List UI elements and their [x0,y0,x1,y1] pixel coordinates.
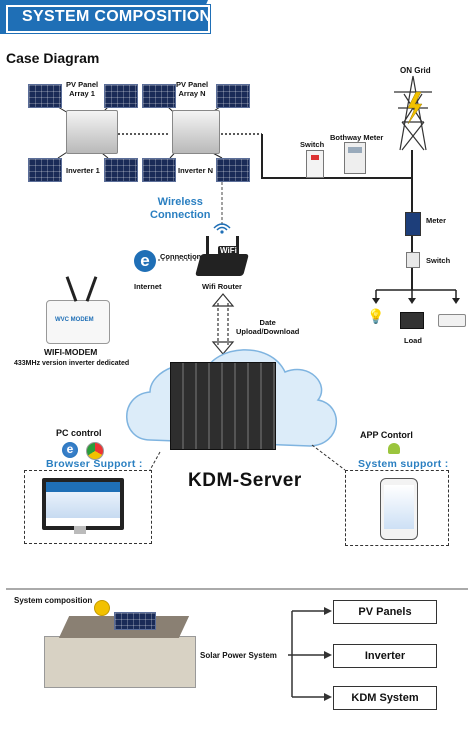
chrome-browser-icon [86,442,104,460]
data-transfer-label: Date Upload/Download [236,318,300,336]
bothway-meter-icon [344,142,366,174]
transmission-tower-icon [394,75,432,151]
system-support-label: System support : [358,458,449,470]
server-racks-icon [170,362,276,450]
breaker-switch-icon [306,150,324,178]
bulb-icon: 💡 [367,308,385,324]
wifi-router-icon [195,254,249,276]
pv-panel [142,158,176,182]
switch-bottom-label: Switch [426,256,451,265]
app-control-box [345,470,449,546]
tv-icon [400,312,424,329]
header-banner-border [6,5,210,33]
inverter-box: Inverter [333,644,437,668]
pv-panel [28,158,62,182]
system-composition-title: System composition [14,596,93,605]
internet-explorer-icon: e [134,250,156,272]
pv-panel [216,158,250,182]
pv-panel [216,84,250,108]
android-icon [388,443,400,454]
browser-support-label: Browser Support : [46,458,143,470]
house-illustration [44,608,196,688]
monitor-stand [74,526,86,534]
kdm-system-box: KDM System [333,686,437,710]
inverter-1-label: Inverter 1 [66,166,100,175]
pv-panel [104,84,138,108]
wifi-modem-note: 433MHz version inverter dedicated [14,360,130,367]
solar-power-system-label: Solar Power System [200,651,277,660]
modem-brand: WVC MODEM [55,317,94,323]
switch-bottom-icon [406,252,420,268]
pc-control-label: PC control [56,428,102,438]
inverter-n-device [172,110,220,154]
case-diagram-title: Case Diagram [6,50,100,66]
pv-array-1-label: PV Panel Array 1 [66,80,99,98]
inverter-1-device [66,110,118,154]
bothway-meter-label: Bothway Meter [330,133,384,142]
sun-icon [94,600,110,616]
pv-array-n-label: PV Panel Array N [176,80,209,98]
wifi-modem-device: WVC MODEM [46,300,110,344]
meter-label: Meter [426,216,447,225]
wifi-signal-icon [213,223,231,234]
app-control-label: APP Contorl [360,430,413,440]
connection-label: Connection [160,252,202,261]
wireless-connection-label: Wireless Connection [150,196,211,221]
on-grid-label: ON Grid [400,66,431,75]
meter-icon [405,212,421,236]
air-conditioner-icon [438,314,466,327]
switch-top-label: Switch [300,140,325,149]
server-title: KDM-Server [188,470,302,491]
internet-label: Internet [134,282,162,291]
wifi-router-label: Wifi Router [202,282,242,291]
pv-panel [142,84,176,108]
inverter-n-label: Inverter N [178,166,214,175]
wifi-modem-label: WIFI-MODEM [44,347,98,357]
pv-panel [28,84,62,108]
ie-browser-icon: e [62,442,78,458]
smartphone-icon [380,478,418,540]
page-title: SYSTEM COMPOSITION [22,8,212,25]
pc-control-box [24,470,152,544]
router-antenna [206,236,209,256]
pv-panel [104,158,138,182]
load-label: Load [404,336,422,345]
pv-panels-box: PV Panels [333,600,437,624]
wifi-badge: WiFi [218,246,239,255]
monitor-icon [42,478,124,530]
